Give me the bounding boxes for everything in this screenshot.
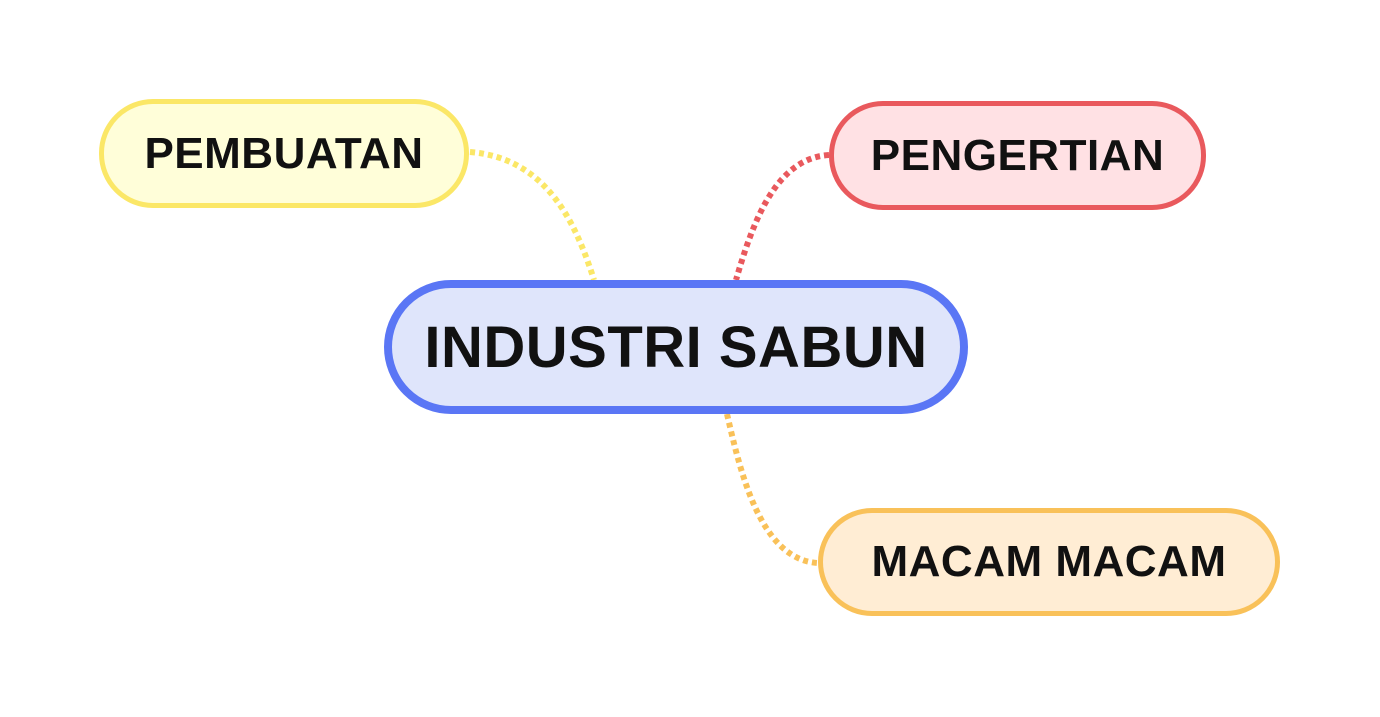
connector-macam-macam [724, 413, 819, 566]
connector-pembuatan [469, 149, 597, 281]
central-node-label: INDUSTRI SABUN [424, 314, 928, 380]
branch-node-label: MACAM MACAM [871, 537, 1227, 586]
connector-pengertian [733, 152, 830, 281]
branch-node-label: PENGERTIAN [870, 130, 1165, 180]
branch-node-pembuatan[interactable]: PEMBUATAN [99, 99, 469, 208]
branch-node-pengertian[interactable]: PENGERTIAN [829, 101, 1206, 210]
branch-node-macam-macam[interactable]: MACAM MACAM [818, 508, 1280, 616]
central-node-industri-sabun[interactable]: INDUSTRI SABUN [384, 280, 968, 414]
branch-node-label: PEMBUATAN [144, 128, 424, 178]
